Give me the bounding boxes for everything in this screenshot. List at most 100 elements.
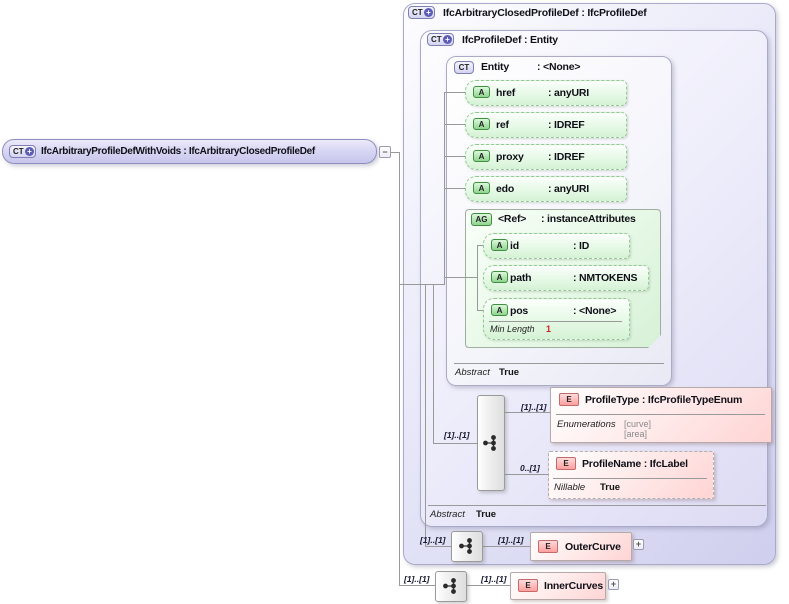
connector-line xyxy=(477,245,478,311)
connector-line xyxy=(444,188,465,189)
ref-group-type: : instanceAttributes xyxy=(541,213,636,225)
root-element-box[interactable] xyxy=(2,139,377,164)
a-badge: A xyxy=(473,118,490,130)
attribute-type: : NMTOKENS xyxy=(573,272,638,284)
min-length-facet-value: 1 xyxy=(546,324,552,334)
attribute-name: href xyxy=(496,87,516,99)
cardinality-label: [1]..[1] xyxy=(481,574,507,584)
ct-badge-label: CT xyxy=(412,8,423,17)
attribute-ref-box[interactable]: A ref : IDREF xyxy=(465,112,627,138)
connector-line xyxy=(465,585,510,586)
connector-line xyxy=(425,546,451,547)
a-badge: A xyxy=(491,239,508,251)
attribute-type: : IDREF xyxy=(548,151,585,163)
attribute-type: : ID xyxy=(573,240,590,252)
attribute-pos-box[interactable]: A pos : <None> Min Length 1 xyxy=(483,298,630,340)
profile-def-title: IfcProfileDef : Entity xyxy=(462,34,558,46)
attribute-edo-box[interactable]: A edo : anyURI xyxy=(465,176,627,202)
cardinality-label: [1]..[1] xyxy=(420,535,446,545)
divider xyxy=(553,478,707,479)
attribute-type: : IDREF xyxy=(548,119,585,131)
a-badge: A xyxy=(473,150,490,162)
attribute-path-box[interactable]: A path : NMTOKENS xyxy=(483,265,649,291)
abstract-facet-value: True xyxy=(476,509,497,520)
attribute-type: : anyURI xyxy=(548,87,589,99)
collapse-toggle[interactable]: − xyxy=(379,146,391,158)
innercurves-element-box[interactable]: E InnerCurves xyxy=(510,572,606,600)
profilename-element-box[interactable]: E ProfileName : IfcLabel Nillable True xyxy=(548,451,714,499)
attribute-type: : anyURI xyxy=(548,183,589,195)
attribute-name: ref xyxy=(496,119,509,131)
ct-badge: CT + xyxy=(9,145,36,158)
attribute-name: id xyxy=(510,240,519,252)
sequence-icon xyxy=(443,578,456,594)
ct-badge: CT xyxy=(454,61,474,74)
root-element-title: IfcArbitraryProfileDefWithVoids : IfcArb… xyxy=(41,146,315,157)
expand-toggle[interactable]: + xyxy=(608,579,619,590)
ag-badge: AG xyxy=(471,213,492,226)
expand-toggle[interactable]: + xyxy=(633,539,644,550)
attribute-type: : <None> xyxy=(573,305,617,317)
a-badge: A xyxy=(491,271,508,283)
connector-line xyxy=(503,412,550,413)
e-badge: E xyxy=(538,540,558,553)
divider xyxy=(428,505,766,506)
connector-line xyxy=(425,284,426,546)
expand-plus-icon[interactable]: + xyxy=(25,147,34,156)
divider xyxy=(489,321,622,322)
connector-line xyxy=(399,284,445,285)
enumeration-value: [area] xyxy=(624,429,648,439)
attribute-href-box[interactable]: A href : anyURI xyxy=(465,80,627,106)
sequence-connector[interactable] xyxy=(435,571,467,602)
outercurve-element-box[interactable]: E OuterCurve xyxy=(530,532,632,561)
attribute-name: proxy xyxy=(496,151,524,163)
cardinality-label: [1]..[1] xyxy=(404,574,430,584)
profiletype-element-box[interactable]: E ProfileType : IfcProfileTypeEnum Enume… xyxy=(550,387,772,443)
a-badge: A xyxy=(473,182,490,194)
sequence-icon xyxy=(459,538,472,554)
min-length-facet-label: Min Length xyxy=(490,324,535,334)
sequence-connector[interactable] xyxy=(451,531,483,562)
e-badge: E xyxy=(559,393,579,406)
sequence-connector[interactable] xyxy=(477,395,505,491)
connector-line xyxy=(444,277,477,278)
profiletype-title: ProfileType : IfcProfileTypeEnum xyxy=(585,394,743,406)
ref-group-name: <Ref> xyxy=(498,213,527,225)
enumeration-value: [curve] xyxy=(624,419,652,429)
abstract-facet-label: Abstract xyxy=(430,509,465,520)
cardinality-label: 0..[1] xyxy=(520,463,540,473)
nillable-facet-value: True xyxy=(600,482,621,493)
ct-badge-label: CT xyxy=(431,35,442,44)
cardinality-label: [1]..[1] xyxy=(521,402,547,412)
ct-badge: CT + xyxy=(427,33,454,46)
innercurves-title: InnerCurves xyxy=(544,580,604,592)
outercurve-title: OuterCurve xyxy=(565,541,621,553)
e-badge: E xyxy=(556,457,576,470)
divider xyxy=(454,363,664,364)
abstract-facet-value: True xyxy=(499,367,520,378)
closed-profile-def-title: IfcArbitraryClosedProfileDef : IfcProfil… xyxy=(443,7,647,19)
ct-badge-label: CT xyxy=(13,147,24,156)
attribute-id-box[interactable]: A id : ID xyxy=(483,233,630,259)
connector-line xyxy=(390,152,399,153)
connector-line xyxy=(444,92,465,93)
enumerations-label: Enumerations xyxy=(557,419,616,430)
a-badge: A xyxy=(473,86,490,98)
expand-plus-icon[interactable]: + xyxy=(443,35,452,44)
ct-badge-label: CT xyxy=(458,63,470,72)
cardinality-label: [1]..[1] xyxy=(498,535,524,545)
nillable-facet-label: Nillable xyxy=(554,482,586,493)
cardinality-label: [1]..[1] xyxy=(444,430,470,440)
connector-line xyxy=(433,443,477,444)
connector-line xyxy=(481,546,530,547)
connector-line xyxy=(433,284,434,443)
attribute-name: path xyxy=(510,272,532,284)
sequence-icon xyxy=(483,435,496,451)
e-badge: E xyxy=(518,579,538,592)
attribute-proxy-box[interactable]: A proxy : IDREF xyxy=(465,144,627,170)
expand-plus-icon[interactable]: + xyxy=(424,8,433,17)
connector-line xyxy=(503,474,550,475)
entity-name: Entity xyxy=(481,61,509,73)
ct-badge: CT + xyxy=(408,6,435,19)
entity-type: : <None> xyxy=(537,61,581,73)
